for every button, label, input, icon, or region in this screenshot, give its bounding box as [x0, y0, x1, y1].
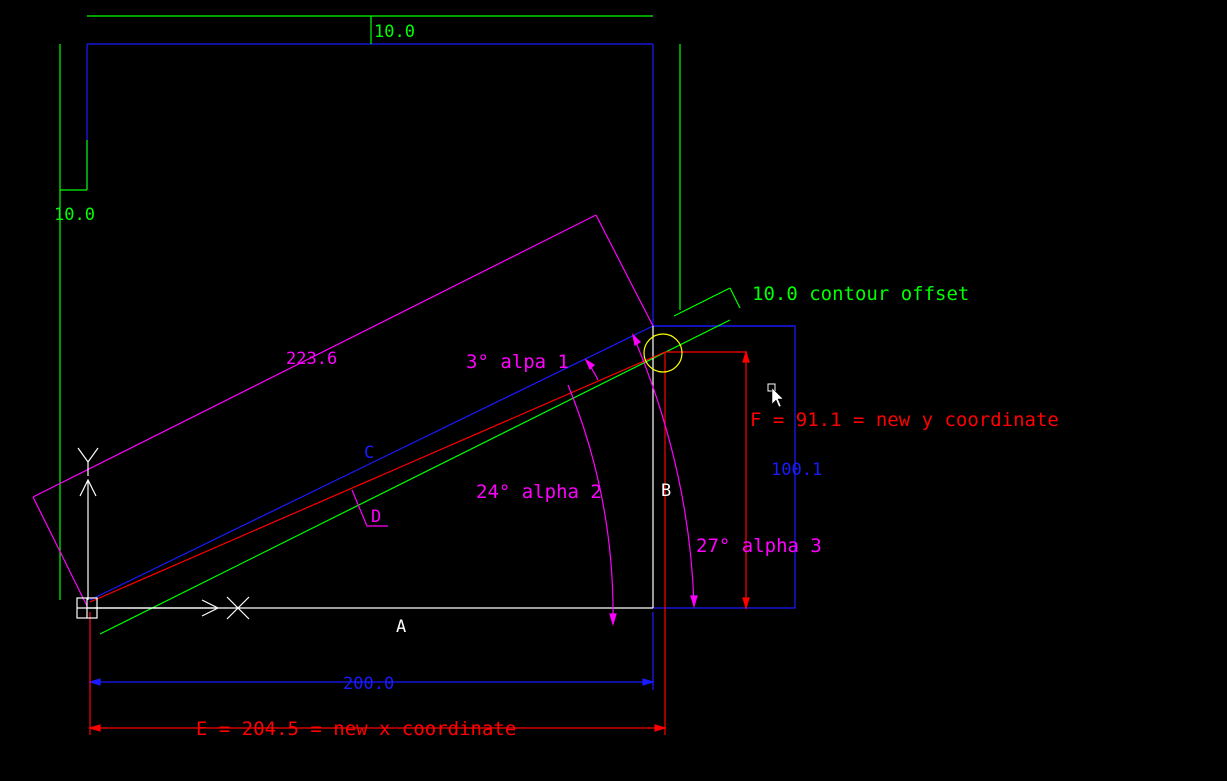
contour-dim-tick	[729, 287, 741, 309]
red-geometry	[87, 349, 750, 735]
hyp-dim-ext-right	[595, 214, 654, 327]
x-coordinate-label: E = 204.5 = new x coordinate	[196, 718, 516, 740]
hyp-dim-line	[32, 214, 597, 498]
width-dim-arrow-left	[87, 678, 101, 686]
alpha3-arrow-top	[632, 333, 641, 346]
arrow-cursor-icon	[771, 387, 784, 408]
side-d-label: D	[371, 507, 381, 527]
width-label: 200.0	[343, 674, 394, 694]
f-dim-arrow-bottom	[742, 597, 750, 611]
alpha3-arc	[632, 334, 695, 607]
f-dim-arrow-top	[742, 349, 750, 363]
blue-geometry	[86, 43, 796, 690]
d-label-leader	[351, 489, 388, 527]
side-a-label: A	[396, 617, 406, 637]
alpha2-arc	[567, 384, 614, 625]
side-b-label: B	[661, 481, 671, 501]
alpha3-arrow-bottom	[690, 595, 698, 609]
contour-dim-line	[673, 287, 731, 317]
hypotenuse-c	[89, 325, 654, 601]
contour-offset-label: 10.0 contour offset	[752, 283, 969, 305]
e-dim-arrow-right	[654, 724, 668, 732]
side-c-label: C	[364, 443, 374, 463]
alpha1-label: 3° alpa 1	[466, 351, 569, 373]
hyp-dim-ext-left	[32, 496, 88, 607]
contour-offset-line	[99, 319, 731, 635]
alpha2-arrow-bottom	[609, 613, 617, 627]
ucs-axis-icon	[77, 447, 250, 620]
alpha3-label: 27° alpha 3	[696, 535, 822, 557]
width-dim-arrow-right	[642, 678, 656, 686]
magenta-geometry	[32, 214, 698, 627]
hyp-length-label: 223.6	[286, 349, 337, 369]
alpha1-arrow	[584, 358, 595, 371]
y-coordinate-label: F = 91.1 = new y coordinate	[750, 409, 1059, 431]
pickbox-icon	[767, 383, 776, 392]
intersection-circle	[643, 333, 683, 373]
height-label: 100.1	[771, 460, 822, 480]
alpha2-label: 24° alpha 2	[476, 481, 602, 503]
e-dim-arrow-left	[87, 724, 101, 732]
top-offset-label: 10.0	[374, 22, 415, 42]
green-geometry	[59, 15, 741, 635]
origin-box-icon	[76, 597, 98, 619]
left-offset-label: 10.0	[54, 205, 95, 225]
line-d	[89, 351, 666, 603]
